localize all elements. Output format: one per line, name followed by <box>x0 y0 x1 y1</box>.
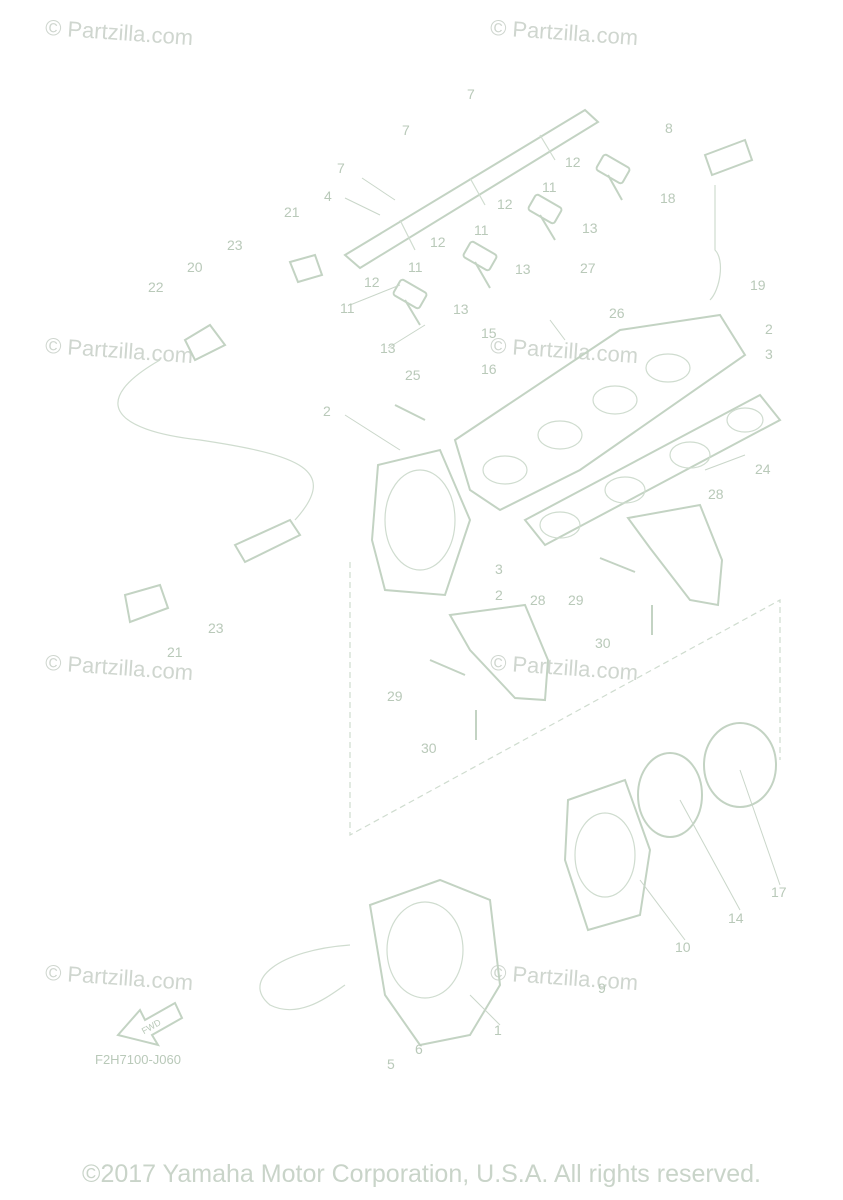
callout-label: 11 <box>408 259 423 275</box>
callout-label: 5 <box>387 1056 395 1072</box>
throttle-adapter <box>370 448 472 597</box>
sensor <box>703 138 754 301</box>
bracket <box>448 503 724 702</box>
bolts <box>394 404 653 740</box>
callout-label: 7 <box>337 160 345 176</box>
fuel-rail <box>343 108 600 270</box>
throttle-cable <box>117 253 324 624</box>
callout-label: 12 <box>565 154 581 170</box>
fwd-label: FWD <box>140 1017 163 1036</box>
copyright-notice: ©2017 Yamaha Motor Corporation, U.S.A. A… <box>82 1160 761 1188</box>
callout-label: 11 <box>542 179 557 195</box>
callout-label: 23 <box>227 237 243 253</box>
callouts: 7 7 7 8 12 11 4 18 21 12 12 13 23 20 11 … <box>148 86 787 1072</box>
callout-label: 13 <box>515 261 531 277</box>
intake-screen <box>637 722 777 838</box>
callout-label: 10 <box>675 939 691 955</box>
callout-label: 21 <box>167 644 183 660</box>
diagram-code: F2H7100-J060 <box>95 1052 181 1067</box>
callout-label: 21 <box>284 204 300 220</box>
callout-label: 15 <box>481 325 497 341</box>
callout-label: 26 <box>609 305 625 321</box>
callout-label: 7 <box>402 122 410 138</box>
callout-label: 23 <box>208 620 224 636</box>
fwd-arrow-icon: FWD <box>116 1001 184 1047</box>
callout-label: 18 <box>660 190 676 206</box>
callout-label: 9 <box>598 980 606 996</box>
callout-label: 11 <box>340 300 355 316</box>
manifold-gasket <box>523 393 782 547</box>
callout-label: 12 <box>430 234 446 250</box>
callout-label: 28 <box>530 592 546 608</box>
throttle-body <box>259 878 502 1047</box>
callout-label: 19 <box>750 277 766 293</box>
leader-lines <box>344 177 781 1026</box>
callout-label: 28 <box>708 486 724 502</box>
intake-manifold <box>453 313 747 512</box>
callout-label: 20 <box>187 259 203 275</box>
callout-label: 30 <box>595 635 611 651</box>
callout-label: 3 <box>765 346 773 362</box>
callout-label: 12 <box>497 196 513 212</box>
callout-label: 29 <box>387 688 403 704</box>
callout-label: 16 <box>481 361 497 377</box>
callout-label: 13 <box>582 220 598 236</box>
callout-label: 11 <box>474 222 489 238</box>
callout-label: 2 <box>323 403 331 419</box>
callout-label: 30 <box>421 740 437 756</box>
callout-label: 27 <box>580 260 596 276</box>
callout-label: 24 <box>755 461 771 477</box>
callout-label: 13 <box>380 340 396 356</box>
callout-label: 22 <box>148 279 164 295</box>
callout-label: 29 <box>568 592 584 608</box>
callout-label: 7 <box>467 86 475 102</box>
exploded-parts-diagram: FWD 7 7 7 8 12 11 4 18 21 12 12 13 23 20… <box>116 86 787 1072</box>
callout-label: 4 <box>324 188 332 204</box>
callout-label: 13 <box>453 301 469 317</box>
throttle-spacer <box>563 778 652 932</box>
callout-label: 2 <box>495 587 503 603</box>
fuel-injectors <box>392 153 631 326</box>
callout-label: 8 <box>665 120 673 136</box>
callout-label: 25 <box>405 367 421 383</box>
callout-label: 1 <box>494 1022 502 1038</box>
callout-label: 17 <box>771 884 787 900</box>
callout-label: 3 <box>495 561 503 577</box>
callout-label: 2 <box>765 321 773 337</box>
callout-label: 12 <box>364 274 380 290</box>
callout-label: 14 <box>728 910 744 926</box>
callout-label: 6 <box>415 1041 423 1057</box>
